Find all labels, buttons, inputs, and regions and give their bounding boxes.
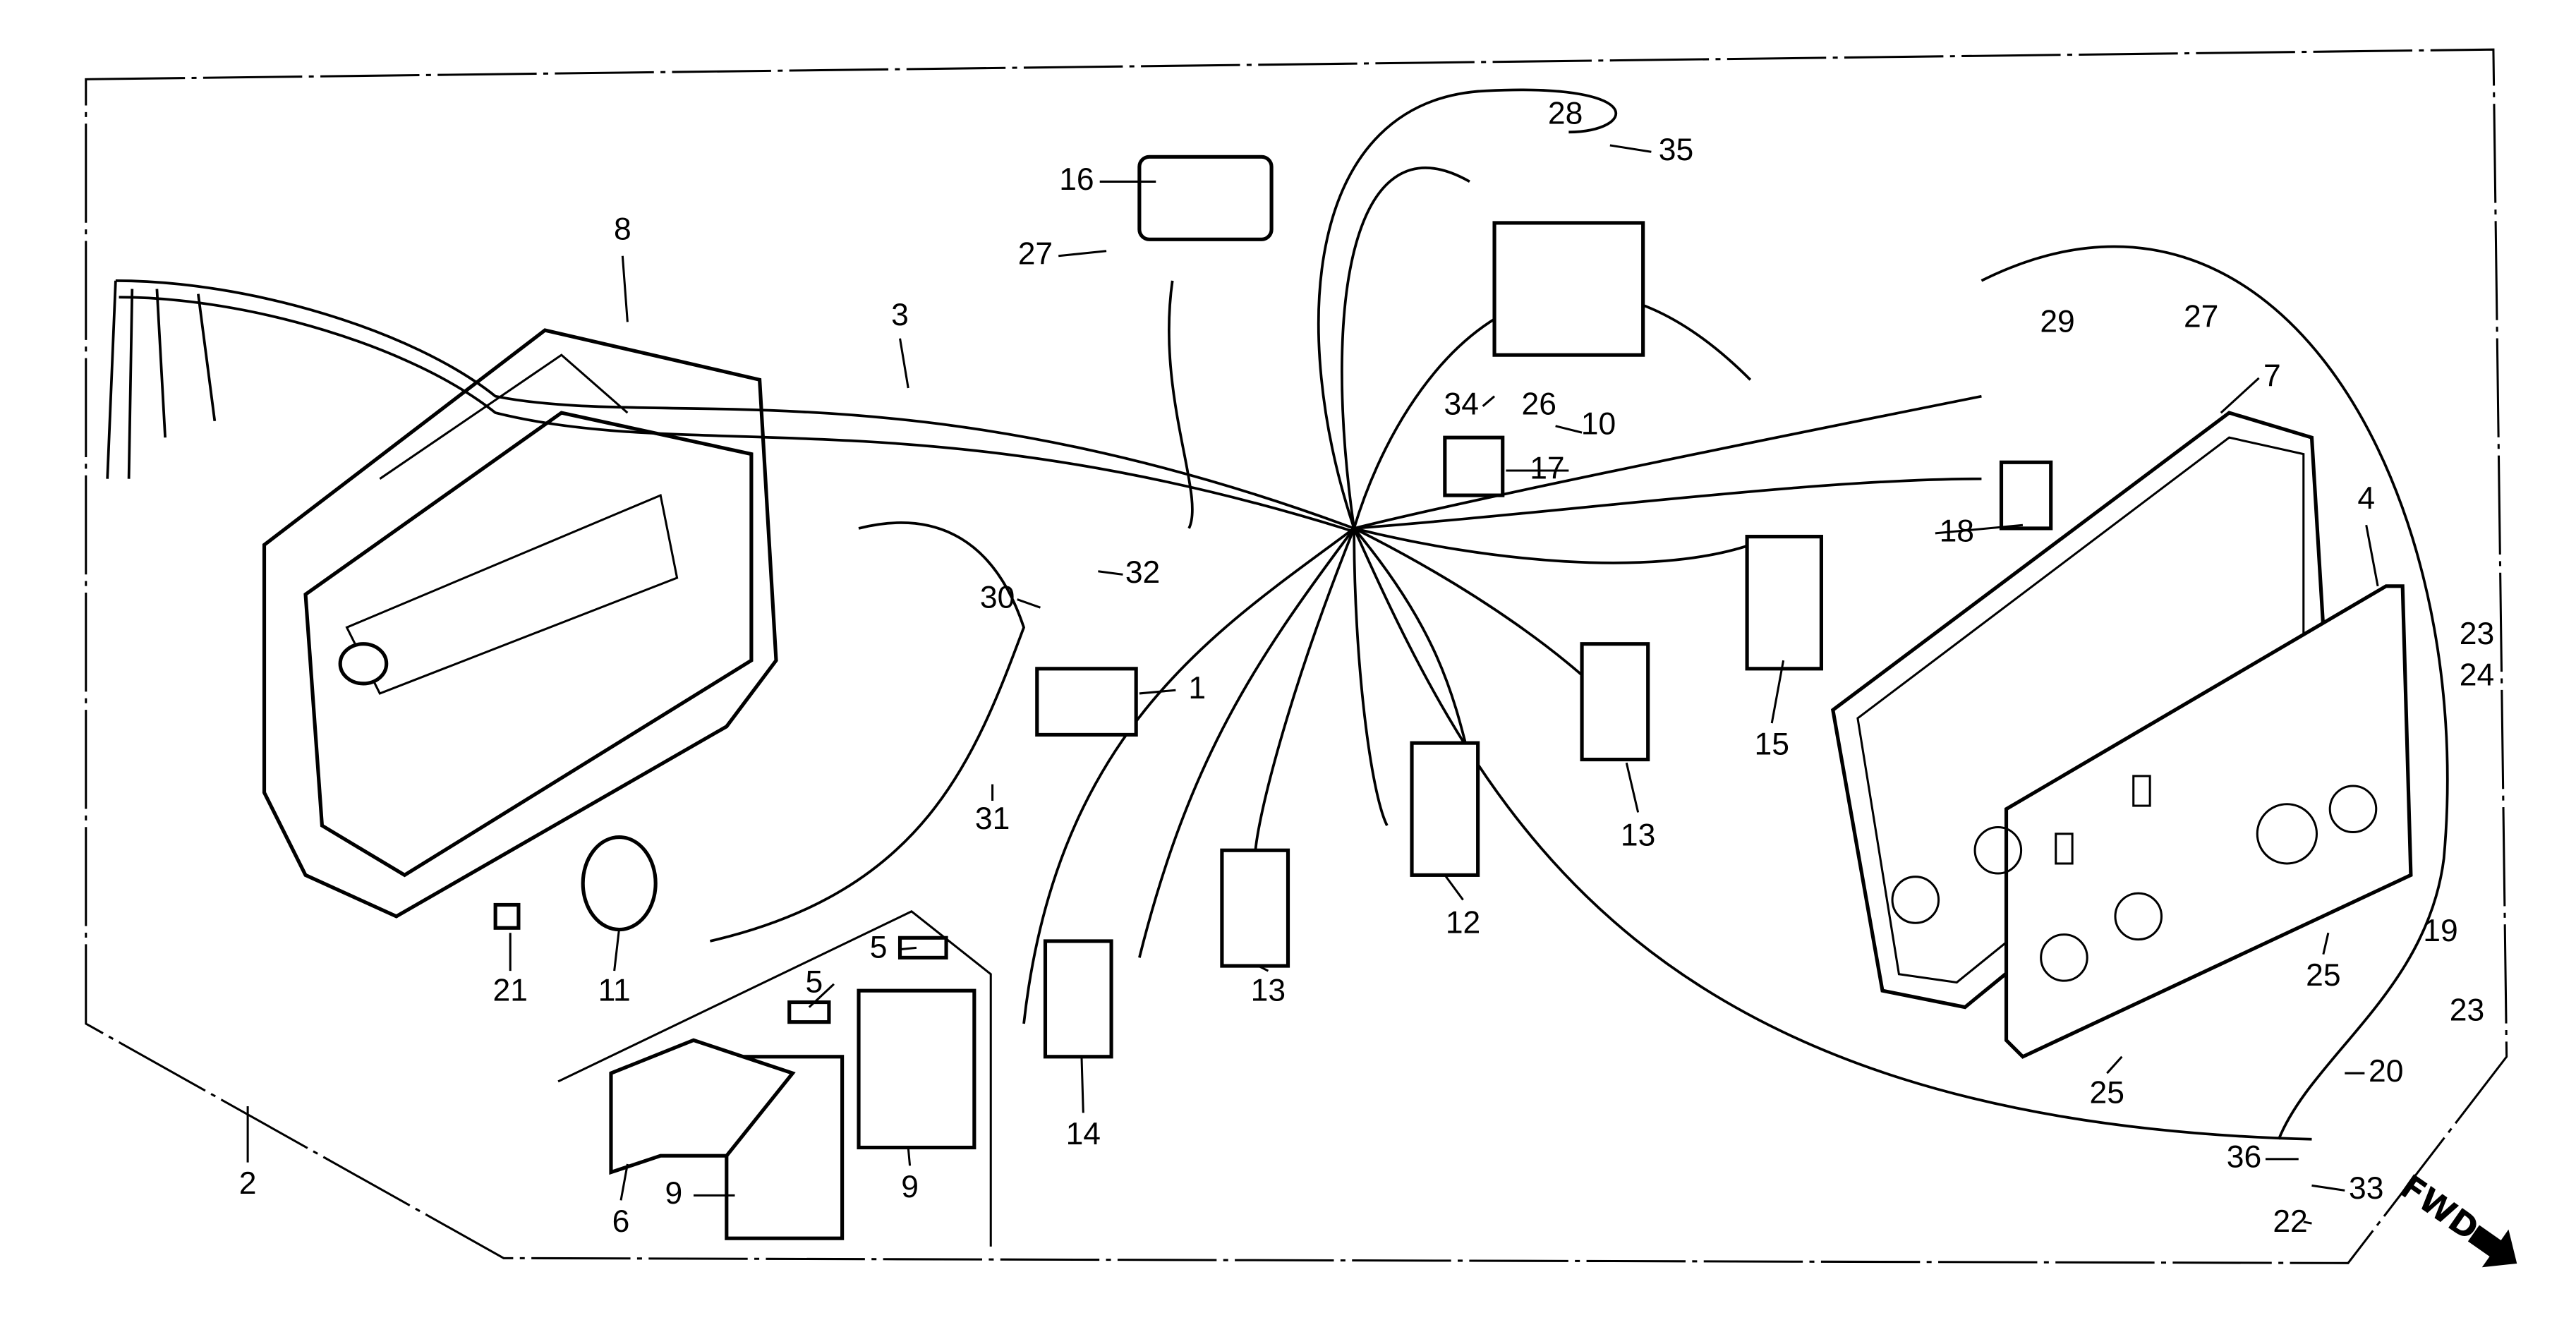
callout-9: 9 bbox=[665, 1176, 683, 1211]
part-15-receptacle bbox=[1745, 535, 1823, 671]
part-14-receptacle bbox=[1043, 939, 1113, 1059]
callout-6: 6 bbox=[612, 1204, 630, 1239]
fwd-arrow-icon bbox=[2467, 1225, 2517, 1268]
callout-17: 17 bbox=[1530, 452, 1564, 486]
callout-24: 24 bbox=[2460, 658, 2494, 692]
callout-13: 13 bbox=[1251, 973, 1286, 1007]
fwd-direction-indicator: FWD bbox=[2393, 1168, 2517, 1268]
callout-33: 33 bbox=[2349, 1171, 2383, 1206]
callout-28: 28 bbox=[1548, 97, 1583, 131]
part-9-module-b bbox=[857, 988, 976, 1150]
callout-9: 9 bbox=[901, 1170, 919, 1204]
callout-11: 11 bbox=[598, 973, 631, 1007]
callout-2: 2 bbox=[239, 1166, 257, 1201]
callout-25: 25 bbox=[2306, 958, 2340, 993]
callout-3: 3 bbox=[891, 298, 909, 332]
callout-31: 31 bbox=[975, 801, 1010, 836]
callout-16: 16 bbox=[1059, 162, 1094, 197]
callout-34: 34 bbox=[1444, 387, 1479, 421]
part-21-clip bbox=[493, 902, 521, 930]
callout-21: 21 bbox=[492, 973, 527, 1007]
callout-35: 35 bbox=[1659, 133, 1693, 167]
callout-30: 30 bbox=[980, 580, 1015, 615]
callout-8: 8 bbox=[614, 212, 631, 246]
callout-29: 29 bbox=[2040, 304, 2074, 339]
part-6-bracket bbox=[609, 1038, 796, 1175]
callout-5: 5 bbox=[805, 965, 823, 1000]
callout-14: 14 bbox=[1066, 1117, 1101, 1151]
part-1-relay bbox=[1035, 667, 1138, 737]
callout-32: 32 bbox=[1125, 555, 1160, 590]
callout-27: 27 bbox=[2184, 299, 2218, 334]
callout-12: 12 bbox=[1446, 905, 1480, 940]
part-4-panel bbox=[1891, 584, 2413, 1059]
part-18-toggle bbox=[1999, 460, 2053, 531]
callout-19: 19 bbox=[2423, 914, 2457, 948]
part-5-label-b bbox=[897, 936, 948, 959]
assembly-boundary bbox=[85, 48, 2508, 1264]
callout-5: 5 bbox=[870, 930, 888, 964]
part-13b-receptacle bbox=[1220, 848, 1290, 968]
callout-20: 20 bbox=[2369, 1054, 2403, 1089]
callout-26: 26 bbox=[1521, 387, 1556, 421]
callout-4: 4 bbox=[2357, 481, 2375, 516]
callout-13: 13 bbox=[1621, 818, 1655, 852]
callout-1: 1 bbox=[1188, 671, 1206, 706]
callout-10: 10 bbox=[1581, 407, 1616, 442]
part-10-breaker bbox=[1492, 221, 1645, 357]
callout-15: 15 bbox=[1754, 727, 1789, 762]
subassembly-boundary bbox=[557, 910, 992, 1247]
part-12-receptacle bbox=[1410, 741, 1480, 877]
callout-25: 25 bbox=[2090, 1075, 2124, 1110]
wire-harness bbox=[106, 88, 2449, 1141]
part-5-label-a bbox=[787, 1000, 831, 1024]
part-16-cover bbox=[1137, 155, 1274, 241]
callout-36: 36 bbox=[2227, 1140, 2261, 1175]
leader-lines bbox=[246, 144, 2379, 1225]
part-17-switch bbox=[1443, 435, 1505, 497]
part-13-receptacle bbox=[1580, 642, 1650, 762]
callout-18: 18 bbox=[1940, 514, 1974, 549]
callout-27: 27 bbox=[1018, 236, 1053, 271]
callout-23: 23 bbox=[2460, 617, 2494, 651]
control-box bbox=[262, 328, 778, 919]
callout-23: 23 bbox=[2450, 993, 2484, 1027]
callout-7: 7 bbox=[2263, 359, 2281, 394]
part-11-grommet bbox=[581, 835, 658, 932]
callout-22: 22 bbox=[2273, 1204, 2307, 1239]
